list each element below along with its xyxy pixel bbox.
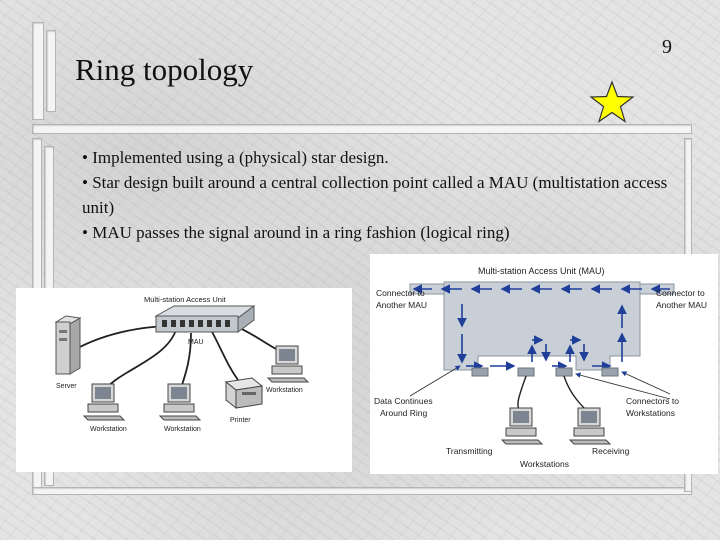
- connectors-ws-line1: Connectors to: [626, 396, 679, 406]
- frame-bar-horizontal: [32, 124, 692, 134]
- frame-bar-top-left-inner: [46, 30, 56, 112]
- bullet-item: • MAU passes the signal around in a ring…: [82, 223, 510, 242]
- workstation-icon: [82, 383, 126, 421]
- slide-title: Ring topology: [75, 52, 254, 87]
- workstation-icon: [568, 407, 612, 445]
- workstation-icon: [158, 383, 202, 421]
- data-continues-line1: Data Continues: [374, 396, 433, 406]
- bullet-item: • Implemented using a (physical) star de…: [82, 148, 389, 167]
- device-label: Workstation: [90, 426, 127, 433]
- connector-right-line1: Connector to: [656, 288, 705, 298]
- device-label: Workstation: [164, 426, 201, 433]
- bullet-list: • Implemented using a (physical) star de…: [82, 145, 682, 245]
- bullet-item: • Star design built around a central col…: [82, 173, 668, 217]
- device-label: Workstation: [266, 387, 303, 394]
- printer-icon: [224, 377, 264, 410]
- star-icon: [589, 80, 635, 123]
- mau-label: MAU: [188, 339, 204, 346]
- workstation-icon: [266, 345, 310, 383]
- frame-bar-top-left: [32, 22, 44, 120]
- data-continues-line2: Around Ring: [380, 408, 428, 418]
- workstations-label: Workstations: [520, 459, 569, 469]
- receiving-label: Receiving: [592, 446, 630, 456]
- transmitting-label: Transmitting: [446, 446, 493, 456]
- server-icon: [54, 315, 82, 375]
- connectors-ws-line2: Workstations: [626, 408, 675, 418]
- frame-bar-bottom: [32, 487, 692, 495]
- connector-left-line1: Connector to: [376, 288, 425, 298]
- device-label: Printer: [230, 417, 251, 424]
- device-label: Server: [56, 383, 77, 390]
- connector-left-line2: Another MAU: [376, 300, 427, 310]
- page-number: 9: [662, 36, 672, 58]
- hub-label: Multi-station Access Unit: [144, 295, 227, 304]
- mau-title: Multi-station Access Unit (MAU): [478, 266, 605, 276]
- connector-right-line2: Another MAU: [656, 300, 707, 310]
- mau-ring-diagram: Multi-station Access Unit (MAU): [370, 254, 718, 474]
- workstation-icon: [500, 407, 544, 445]
- star-topology-diagram: Multi-station Access Unit MAU Server Wor…: [16, 288, 352, 472]
